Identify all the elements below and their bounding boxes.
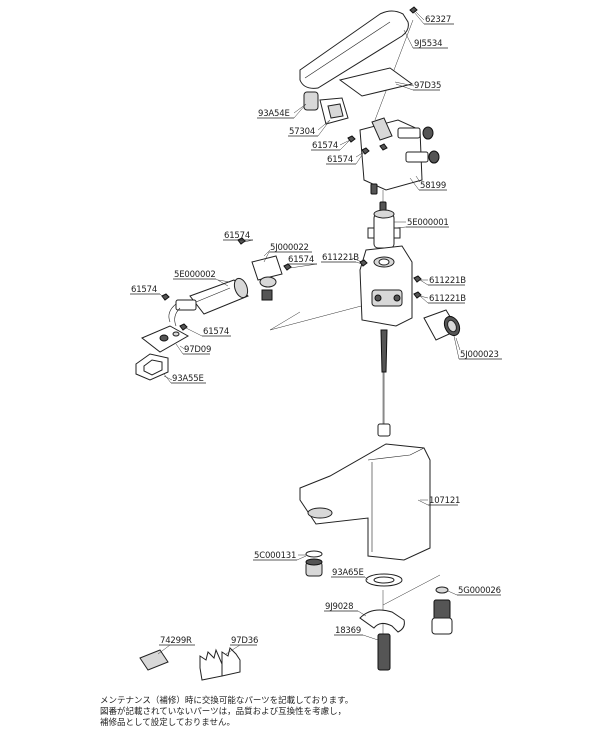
screws-61574-upper xyxy=(339,135,370,158)
screws-611221B xyxy=(351,257,429,299)
sensor-97D09 xyxy=(141,325,190,353)
label-97D36: 97D36 xyxy=(231,636,258,646)
label-9J5534: 9J5534 xyxy=(414,39,442,49)
label-leaders xyxy=(157,11,460,655)
gasket-93A65E xyxy=(365,573,403,587)
clamp-5J000022 xyxy=(251,249,283,301)
clip-74299R xyxy=(139,649,169,671)
label-57304: 57304 xyxy=(289,127,315,137)
connector-5G000026 xyxy=(431,586,453,635)
part-labels: 62327 9J5534 97D35 93A54E 57304 61574 61… xyxy=(130,15,502,646)
screws-61574-left xyxy=(161,237,292,331)
label-61574-f: 61574 xyxy=(203,327,229,337)
label-611221B-c: 611221B xyxy=(429,294,466,304)
label-5E000001: 5E000001 xyxy=(407,218,449,228)
label-58199: 58199 xyxy=(420,181,446,191)
stud-18369 xyxy=(377,633,391,671)
label-5G000026: 5G000026 xyxy=(458,586,501,596)
mixer-housing xyxy=(359,245,413,327)
label-61574-d: 61574 xyxy=(288,255,314,265)
gaskets-97D36 xyxy=(199,647,241,681)
label-61574-e: 61574 xyxy=(131,285,157,295)
label-93A65E: 93A65E xyxy=(332,568,364,578)
label-107121: 107121 xyxy=(429,496,460,506)
label-61574-b: 61574 xyxy=(327,155,353,165)
label-611221B-b: 611221B xyxy=(429,276,466,286)
cap-93A54E xyxy=(293,91,319,114)
footnote-line-1: メンテナンス（補修）時に交換可能なパーツを記載しております。 xyxy=(100,696,354,706)
cover-plate xyxy=(338,67,415,97)
valve-body-58199 xyxy=(359,117,440,191)
label-9J9028: 9J9028 xyxy=(325,602,353,612)
label-5J000023: 5J000023 xyxy=(460,350,499,360)
label-62327: 62327 xyxy=(425,15,451,25)
label-97D09: 97D09 xyxy=(184,345,211,355)
footnote-line-3: 補修品として設定しておりません。 xyxy=(100,718,235,728)
label-93A54E: 93A54E xyxy=(258,109,290,119)
solenoid-5J000023 xyxy=(423,309,461,351)
lever-handle xyxy=(299,10,409,89)
valve-unit-5E000001 xyxy=(367,209,406,249)
label-97D35: 97D35 xyxy=(414,81,441,91)
threaded-rod xyxy=(377,329,391,437)
footnote-line-2: 図番が記載されていないパーツは，品質および互換性を考慮し， xyxy=(100,707,347,717)
label-61574-c: 61574 xyxy=(224,231,250,241)
label-5J000022: 5J000022 xyxy=(270,243,309,253)
label-93A55E: 93A55E xyxy=(172,374,204,384)
aerator-5C000131 xyxy=(298,550,323,577)
label-18369: 18369 xyxy=(335,626,361,636)
gasket-93A55E xyxy=(135,353,173,381)
label-61574-a: 61574 xyxy=(312,141,338,151)
solenoid-5E000002 xyxy=(175,277,249,315)
label-5C000131: 5C000131 xyxy=(254,551,296,561)
cartridge-57304 xyxy=(317,97,349,131)
faucet-body-107121 xyxy=(299,443,431,561)
label-74299R: 74299R xyxy=(160,636,192,646)
label-611221B-a: 611221B xyxy=(322,253,359,263)
wire-bundle xyxy=(168,303,181,327)
label-5E000002: 5E000002 xyxy=(174,270,216,280)
horseshoe-plate-9J9028 xyxy=(359,609,405,633)
screw-62327 xyxy=(409,6,425,21)
